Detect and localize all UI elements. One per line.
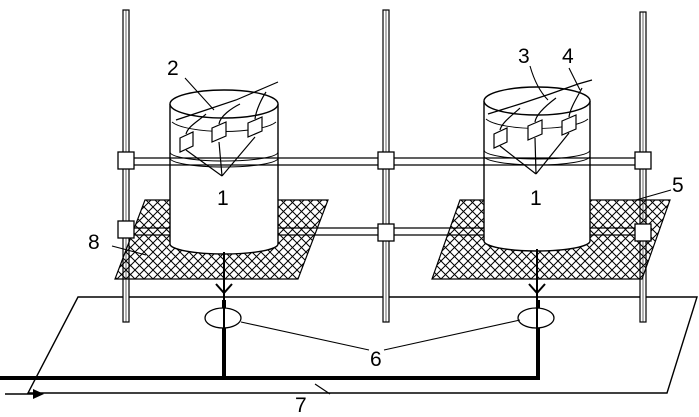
label-wire: 4 xyxy=(562,45,574,68)
flow-arrow-icon xyxy=(5,389,44,399)
label-mesh-left: 8 xyxy=(88,231,100,254)
label-vessel-lid: 3 xyxy=(518,45,530,68)
drain-left xyxy=(215,252,233,300)
label-tags-left: 1 xyxy=(217,187,229,210)
label-sample-tag: 2 xyxy=(167,57,179,80)
clamp-blocks xyxy=(117,151,652,242)
label-pipe: 7 xyxy=(295,394,307,417)
culture-vessel-right xyxy=(483,86,591,252)
label-mesh-right: 5 xyxy=(672,174,684,197)
label-valve: 6 xyxy=(370,348,382,371)
sample-tags-right xyxy=(487,79,593,175)
sample-tags-left xyxy=(175,81,279,177)
callout-lines xyxy=(111,65,672,395)
label-tags-right: 1 xyxy=(530,187,542,210)
drain-right xyxy=(528,249,546,300)
